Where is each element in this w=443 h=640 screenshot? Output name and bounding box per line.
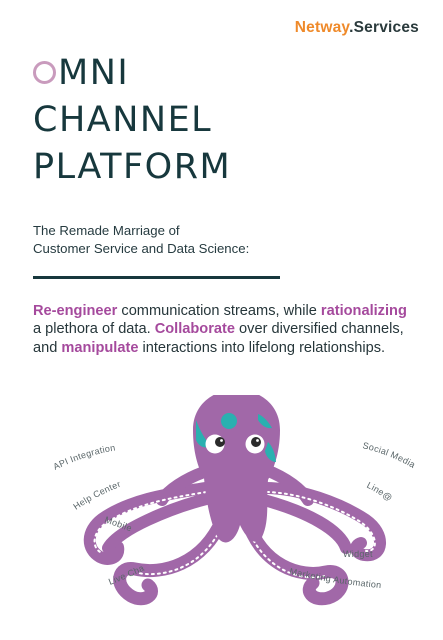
spot [265, 442, 276, 462]
subtitle-line-2: Customer Service and Data Science: [33, 241, 250, 256]
octopus-illustration: API Integration Help Center Mobile Live … [0, 395, 418, 606]
brand-name-part2: .Services [349, 19, 419, 36]
label-api-integration: API Integration [52, 442, 117, 471]
highlight-rationalizing: rationalizing [320, 303, 407, 319]
spot [258, 414, 272, 429]
octopus-body [193, 395, 280, 543]
highlight-reengineer: Re-engineer [33, 303, 118, 319]
body-text-2: a plethora of data. [33, 321, 155, 338]
body-text-4: interactions into lifelong relationships… [138, 339, 386, 356]
body-text-1: communication streams, while [117, 303, 321, 319]
label-social-media: Social Media [362, 440, 418, 470]
o-ring-letter [33, 61, 56, 84]
intro-paragraph: Re-engineer communication streams, while… [33, 302, 413, 357]
title-line-2: CHANNEL [33, 100, 213, 140]
brand-logo: Netway.Services [295, 19, 419, 37]
spot [221, 413, 237, 429]
title-line-1: MNI [33, 53, 129, 93]
label-line: Line@ [365, 480, 394, 503]
highlight-collaborate: Collaborate [154, 321, 235, 338]
body-text-3: over diversified channels, and [33, 321, 404, 356]
spot [196, 420, 211, 448]
label-live-chat: Live Chat [0, 395, 146, 587]
tentacles [83, 464, 386, 606]
subtitle-line-1: The Remade Marriage of [33, 223, 180, 238]
brand-name-part1: Netway [294, 19, 350, 36]
highlight-manipulate: manipulate [61, 339, 139, 356]
label-widget: Widget [343, 549, 373, 559]
divider [33, 276, 280, 279]
page-title: MNI CHANNEL PLATFORM [33, 50, 231, 191]
title-line-3: PLATFORM [33, 147, 232, 187]
title-line-1-rest: MNI [58, 53, 130, 93]
subtitle: The Remade Marriage of Customer Service … [33, 222, 249, 258]
